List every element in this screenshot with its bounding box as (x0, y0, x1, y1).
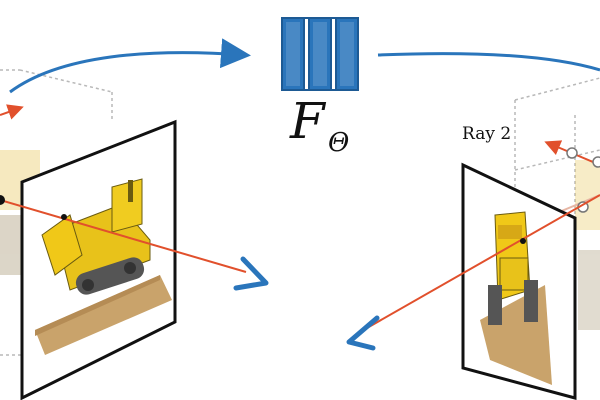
ray2-sample-1 (566, 147, 578, 159)
left-image-plane (20, 119, 177, 400)
right-ray (359, 194, 600, 333)
left-ray (0, 199, 247, 273)
right-ray-sample (520, 238, 526, 244)
left-ray-sample (61, 214, 67, 220)
input-arc (9, 38, 251, 94)
network-function-label: F Θ (286, 96, 376, 176)
ray2-sample-2 (592, 156, 600, 168)
bulldozer-front-image (480, 211, 552, 385)
left-bounding-box (0, 69, 113, 356)
function-subscript: Θ (328, 128, 350, 158)
output-arc (377, 52, 600, 72)
right-camera-icon (346, 315, 380, 351)
right-image-plane (461, 162, 577, 400)
left-camera-icon (233, 256, 269, 291)
ray-2-label: Ray 2 (462, 124, 512, 144)
network-block-icon (281, 17, 359, 91)
right-scene-ghost (575, 160, 600, 330)
bulldozer-image (35, 178, 172, 355)
left-ray-upper (0, 104, 24, 120)
function-symbol: F (290, 92, 325, 150)
left-ray-origin (0, 195, 5, 205)
